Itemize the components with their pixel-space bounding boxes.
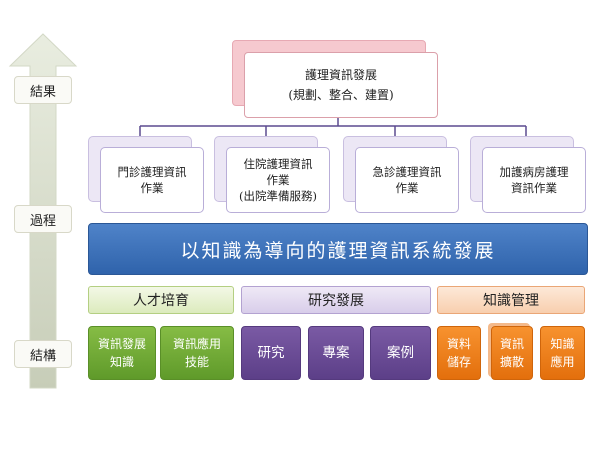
item-line: 資訊 (499, 337, 524, 351)
process-line: 加護病房護理 (499, 165, 569, 179)
item-line: 儲存 (446, 355, 471, 369)
item-line: 資訊應用 (172, 337, 221, 351)
item-line: 應用 (550, 355, 575, 369)
item-case: 案例 (370, 326, 431, 380)
item-project: 專案 (308, 326, 364, 380)
process-line: 作業 (395, 181, 419, 195)
process-box-emergency: 急診護理資訊 作業 (355, 147, 459, 213)
process-box-inpatient: 住院護理資訊 作業 (出院準備服務) (226, 147, 330, 213)
category-research: 研究發展 (241, 286, 431, 314)
process-line: 作業 (266, 173, 290, 187)
process-box-icu: 加護病房護理 資訊作業 (482, 147, 586, 213)
item-knowledge-application: 知識 應用 (540, 326, 585, 380)
side-label-result: 結果 (14, 76, 72, 104)
process-line: 作業 (140, 181, 164, 195)
category-talent: 人才培育 (88, 286, 234, 314)
item-line: 知識 (550, 337, 575, 351)
process-box-outpatient: 門診護理資訊 作業 (100, 147, 204, 213)
item-line: 資料 (446, 337, 471, 351)
process-line: 急診護理資訊 (372, 165, 442, 179)
process-line: 資訊作業 (511, 181, 557, 195)
side-label-structure: 結構 (14, 340, 72, 368)
item-info-diffusion: 資訊 擴散 (491, 326, 533, 380)
item-dev-knowledge: 資訊發展 知識 (88, 326, 156, 380)
goal-subtitle: (規劃、整合、建置) (288, 88, 394, 102)
goal-title: 護理資訊發展 (304, 68, 377, 82)
item-line: 擴散 (499, 355, 524, 369)
process-line: (出院準備服務) (239, 189, 317, 203)
category-knowledge: 知識管理 (437, 286, 585, 314)
item-line: 知識 (109, 355, 134, 369)
item-app-skills: 資訊應用 技能 (160, 326, 234, 380)
core-banner: 以知識為導向的護理資訊系統發展 (88, 223, 588, 275)
goal-box: 護理資訊發展 (規劃、整合、建置) (244, 52, 438, 118)
process-line: 住院護理資訊 (243, 157, 313, 171)
side-label-process: 過程 (14, 205, 72, 233)
item-line: 資訊發展 (97, 337, 146, 351)
item-line: 技能 (184, 355, 209, 369)
process-line: 門診護理資訊 (117, 165, 187, 179)
item-research: 研究 (241, 326, 301, 380)
item-data-storage: 資料 儲存 (437, 326, 481, 380)
